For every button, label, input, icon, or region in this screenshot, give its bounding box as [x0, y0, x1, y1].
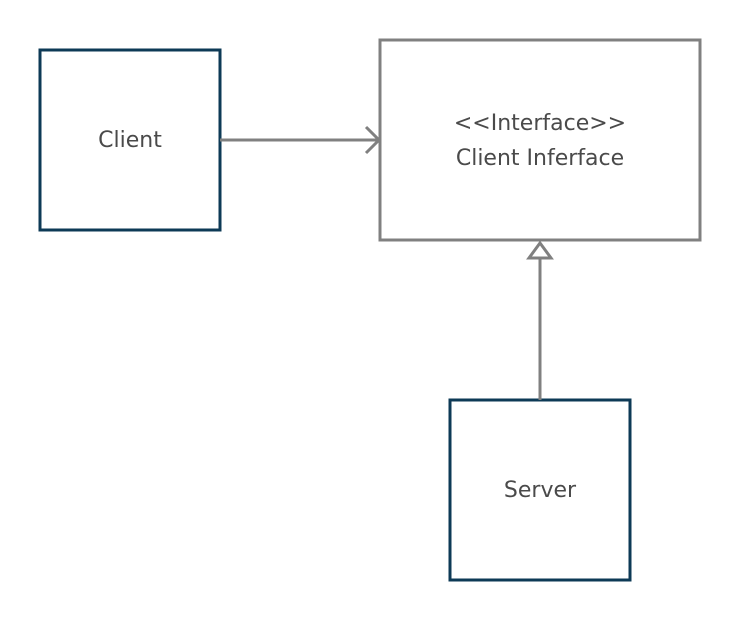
- client-box: [38, 48, 222, 232]
- open-arrowhead-icon: [364, 125, 382, 155]
- hollow-triangle-arrowhead-icon: [526, 240, 554, 260]
- server-node[interactable]: Server: [448, 398, 632, 582]
- realization-arrow[interactable]: [526, 240, 554, 400]
- client-interface-box: [378, 38, 702, 242]
- association-arrow[interactable]: [220, 125, 382, 155]
- server-label: Server: [504, 478, 577, 503]
- server-box: [448, 398, 632, 582]
- client-interface-node[interactable]: <<Interface>> Client Inferface: [378, 38, 702, 242]
- client-node[interactable]: Client: [38, 48, 222, 232]
- client-label: Client: [98, 128, 162, 153]
- client-interface-label: Client Inferface: [456, 146, 624, 171]
- interface-stereotype-label: <<Interface>>: [454, 111, 626, 136]
